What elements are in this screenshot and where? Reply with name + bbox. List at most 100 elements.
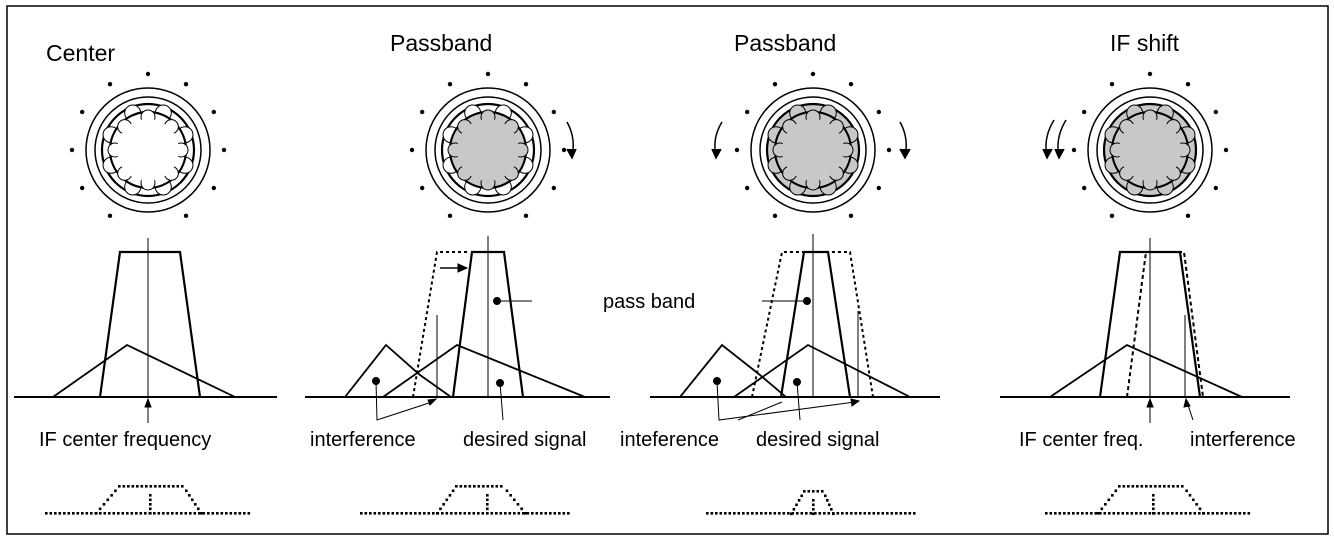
lcd-dot [1085,512,1089,515]
lcd-dot [513,498,516,502]
lcd-dot [821,490,824,493]
lcd-dot [715,512,718,515]
lcd-dot [803,490,806,493]
lcd-dot [1063,512,1066,515]
lcd-dot [516,503,520,506]
lcd-dot [1108,512,1111,515]
lcd-dot [247,512,251,515]
lcd-dot [140,485,144,488]
lcd-dot [1144,512,1147,515]
lcd-dot [432,512,435,515]
lcd-dot [166,512,170,515]
lcd-dot [746,512,750,515]
lcd-dot [733,512,736,515]
lcd-dot [95,512,98,515]
title-if-shift: IF shift [1110,30,1180,56]
knob-position-dot [523,81,529,87]
knob-position-dot [183,81,189,87]
lcd-dot [742,512,745,515]
lcd-dot [463,512,467,515]
lcd-dot [895,512,898,515]
lcd-dot [414,512,417,515]
lcd-dot [728,512,732,515]
knob-position-dot [810,71,816,77]
lcd-dot [149,498,152,502]
lcd-dot [807,490,811,493]
lcd-dot [499,512,503,515]
lcd-dot [193,512,197,515]
lcd-dot [81,512,84,515]
lcd-dot [1099,512,1102,515]
lcd-dot [131,485,135,488]
knob-passband-narrow [409,71,567,219]
lcd-dot [890,512,894,515]
lcd-dot [1152,507,1155,511]
lcd-dot [562,512,566,515]
lcd-dot [1180,512,1183,515]
lcd-dot [477,485,481,488]
lcd-dot [382,512,386,515]
lcd-dot [234,512,237,515]
lcd-dot [1130,512,1134,515]
lcd-dot [1195,503,1198,506]
lcd-dot [908,512,912,515]
knob-position-dot [848,213,854,219]
lcd-dot [442,503,445,506]
knob-position-dot [886,147,892,153]
lcd-dot [1167,485,1171,488]
lcd-dot [486,503,489,506]
lcd-dot [423,512,426,515]
knob-position-dot [561,147,567,153]
lcd-dot [1135,512,1138,515]
lcd-dot [76,512,80,515]
knob-position-dot [744,109,750,115]
lcd-display-if-shift [1045,485,1251,515]
lcd-dot [1193,512,1197,515]
lcd-dot [872,512,876,515]
label-inteference-2: inteference [620,429,719,451]
lcd-dot [1127,485,1130,488]
lcd-dot [121,512,125,515]
lcd-dot [836,512,840,515]
knob-position-dot [221,147,227,153]
knob-position-dot [183,213,189,219]
lcd-dot [544,512,548,515]
knob-position-dot [1185,213,1191,219]
lcd-dot [1157,512,1161,515]
lcd-dot [1072,512,1075,515]
lcd-dot [149,512,152,515]
knob-center [69,71,227,219]
lcd-dot [1097,512,1100,515]
lcd-dot [812,508,815,511]
lcd-dot [1211,512,1215,515]
lcd-dot [1152,512,1155,515]
knob-position-dot [1213,109,1219,115]
lcd-dot [1225,512,1228,515]
lcd-dot [396,512,399,515]
lcd-dot [1185,489,1188,493]
lcd-dot [114,489,117,493]
knob-position-dot [69,147,75,153]
lcd-dot [1145,485,1148,488]
rotate-ccw-arrow-icon [711,121,723,160]
lcd-dot [1198,507,1202,511]
lcd-dot [468,485,472,488]
knob-position-dot [485,71,491,77]
lcd-dot [1090,512,1093,515]
lcd-dot [1172,485,1175,488]
lcd-dot [1104,503,1107,506]
lcd-dot [144,512,147,515]
lcd-dot [445,512,449,515]
lcd-dot [509,494,512,497]
knob-position-dot [744,185,750,191]
lcd-dot [724,512,727,515]
lcd-dot [207,512,210,515]
lcd-dot [787,512,790,515]
knob-position-dot [1109,81,1115,87]
lcd-dot [1202,512,1205,515]
lcd-dot [486,498,489,502]
lcd-dot [1238,512,1242,515]
knob-position-dot [772,81,778,87]
lcd-dot [459,485,463,488]
filter-graph-center [14,238,277,423]
